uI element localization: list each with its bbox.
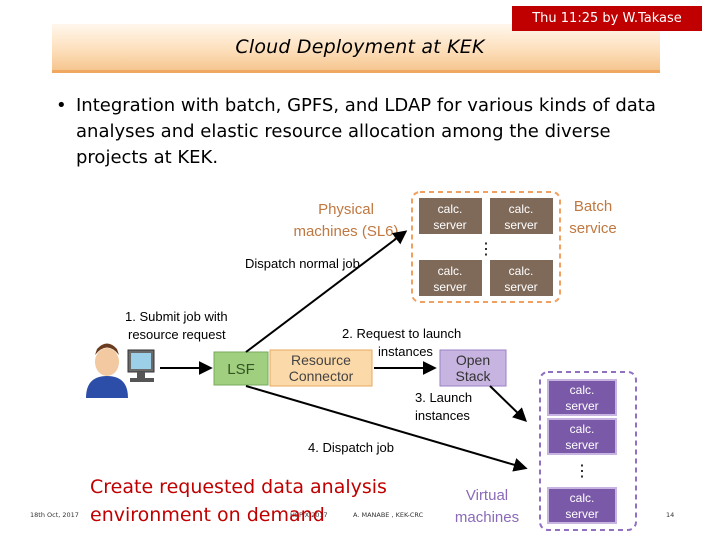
batch-label-1: Batch [574, 198, 612, 215]
svg-text:calc.: calc. [509, 264, 534, 278]
virtual-label-1: Virtual [466, 487, 508, 504]
virtual-server: calc. server [547, 487, 617, 524]
dispatch-job-arrow [245, 385, 528, 472]
svg-text:server: server [433, 218, 466, 232]
svg-text:Stack: Stack [455, 368, 491, 384]
virtual-ellipsis: ⋮ [574, 463, 590, 480]
bullet-marker: • [56, 95, 67, 116]
demand-caption: Create requested data analysis environme… [90, 473, 387, 529]
virtual-server: calc. server [547, 418, 617, 455]
bullet-point: • Integration with batch, GPFS, and LDAP… [56, 93, 666, 171]
submit-label-1: 1. Submit job with [125, 309, 228, 324]
launch-label-2: instances [415, 408, 470, 423]
svg-text:Open: Open [456, 352, 490, 368]
launch-label-1: 3. Launch [415, 390, 472, 405]
session-time-tag: Thu 11:25 by W.Takase [512, 6, 702, 31]
physical-machines-group [411, 191, 561, 303]
svg-text:server: server [565, 438, 598, 452]
virtual-server: calc. server [547, 379, 617, 416]
svg-text:calc.: calc. [570, 383, 595, 397]
physical-label-2: machines (SL6) [293, 223, 398, 240]
launch-arrow [489, 385, 528, 422]
svg-text:LSF: LSF [227, 361, 255, 378]
openstack-box: Open Stack [439, 349, 507, 387]
submit-label-2: resource request [128, 327, 226, 342]
physical-server: calc. server [419, 198, 482, 234]
svg-text:server: server [504, 218, 537, 232]
slide-title: Cloud Deployment at KEK [235, 36, 485, 58]
physical-label-1: Physical [318, 201, 374, 218]
dispatch-normal-label: Dispatch normal job [245, 256, 360, 271]
physical-server: calc. server [490, 198, 553, 234]
virtual-machines-group [539, 371, 637, 531]
svg-text:server: server [565, 399, 598, 413]
svg-text:calc.: calc. [570, 491, 595, 505]
svg-text:Resource: Resource [291, 352, 351, 368]
svg-text:server: server [433, 280, 466, 294]
demand-caption-line-1: Create requested data analysis [90, 476, 387, 498]
demand-caption-line-2: environment on demand [90, 504, 325, 526]
svg-text:calc.: calc. [509, 202, 534, 216]
footer-author: A. MANABE , KEK-CRC [353, 511, 424, 519]
physical-server: calc. server [419, 260, 482, 296]
footer-event: HEPiX 2017 [290, 511, 328, 519]
svg-text:Connector: Connector [289, 368, 354, 384]
footer-date: 18th Oct, 2017 [30, 511, 79, 519]
page-number: 14 [666, 511, 675, 519]
svg-text:calc.: calc. [438, 202, 463, 216]
resource-connector-box: Resource Connector [269, 349, 373, 387]
bullet-text: Integration with batch, GPFS, and LDAP f… [76, 95, 656, 168]
physical-server: calc. server [490, 260, 553, 296]
svg-text:server: server [565, 507, 598, 521]
svg-text:calc.: calc. [570, 422, 595, 436]
svg-text:server: server [504, 280, 537, 294]
batch-label-2: service [569, 220, 617, 237]
user-computer-icon [86, 343, 155, 398]
svg-text:calc.: calc. [438, 264, 463, 278]
request-label-1: 2. Request to launch [342, 326, 461, 341]
request-label-2: instances [378, 344, 433, 359]
dispatch-job-label: 4. Dispatch job [308, 440, 394, 455]
lsf-box: LSF [213, 351, 269, 386]
dispatch-normal-arrow [245, 230, 408, 353]
title-band [52, 24, 660, 73]
virtual-label-2: machines [455, 509, 519, 526]
physical-ellipsis: ⋮ [478, 241, 494, 258]
